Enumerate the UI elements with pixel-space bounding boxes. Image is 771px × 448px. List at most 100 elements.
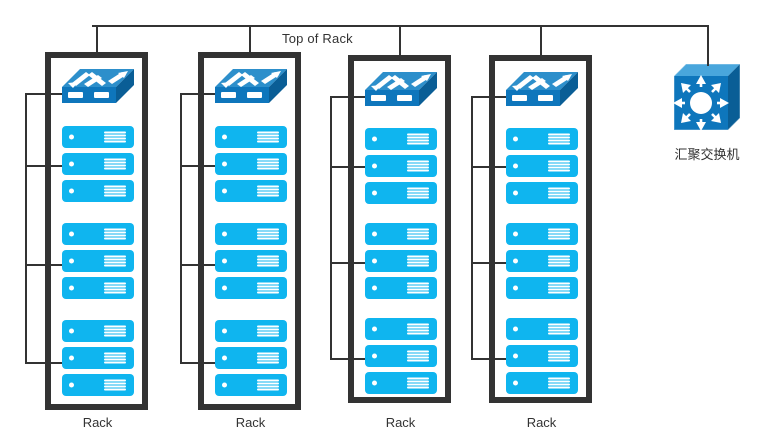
- rack-3-server-4[interactable]: [365, 223, 437, 245]
- rack-2-server-3[interactable]: [215, 180, 287, 202]
- server-vents-icon: [407, 160, 429, 172]
- server-vents-icon: [257, 325, 279, 337]
- rack-4-server-3[interactable]: [506, 182, 578, 204]
- rack-1-server-6[interactable]: [62, 277, 134, 299]
- rack-3-server-9[interactable]: [365, 372, 437, 394]
- server-vents-icon: [548, 323, 570, 335]
- rack-1-tap-2: [25, 165, 70, 167]
- rack-4-server-8[interactable]: [506, 345, 578, 367]
- rack-3-server-5[interactable]: [365, 250, 437, 272]
- server-vents-icon: [104, 131, 126, 143]
- server-led-icon: [513, 258, 518, 264]
- server-vents-icon: [257, 185, 279, 197]
- rack-3-tap-3: [330, 262, 373, 264]
- server-vents-icon: [104, 158, 126, 170]
- server-vents-icon: [257, 158, 279, 170]
- rack-2-top-of-rack-switch-icon[interactable]: [213, 63, 289, 109]
- rack-4-distribution-bus: [471, 96, 473, 358]
- server-vents-icon: [548, 255, 570, 267]
- rack-2-server-6[interactable]: [215, 277, 287, 299]
- rack-3-server-6[interactable]: [365, 277, 437, 299]
- rack-4-server-4[interactable]: [506, 223, 578, 245]
- rack-1-tap-1: [25, 93, 70, 95]
- rack-4-server-5[interactable]: [506, 250, 578, 272]
- rack-1-distribution-bus: [25, 93, 27, 362]
- rack-3-server-3[interactable]: [365, 182, 437, 204]
- rack-4-server-2[interactable]: [506, 155, 578, 177]
- rack-2-tap-1: [180, 93, 223, 95]
- server-vents-icon: [407, 350, 429, 362]
- aggregation-switch-icon[interactable]: [670, 60, 744, 134]
- server-vents-icon: [548, 350, 570, 362]
- server-led-icon: [222, 134, 227, 140]
- rack-4-server-6[interactable]: [506, 277, 578, 299]
- rack-2-label: Rack: [235, 415, 266, 430]
- rack-2-server-5[interactable]: [215, 250, 287, 272]
- server-vents-icon: [548, 377, 570, 389]
- rack-2-server-7[interactable]: [215, 320, 287, 342]
- rack-2-tap-3: [180, 264, 223, 266]
- rack-1-server-9[interactable]: [62, 374, 134, 396]
- top-of-rack-label: Top of Rack: [282, 31, 353, 46]
- rack-3-distribution-bus: [330, 96, 332, 358]
- rack-3-uplink-wire: [399, 25, 401, 76]
- rack-1-label: Rack: [82, 415, 113, 430]
- server-vents-icon: [257, 228, 279, 240]
- aggregation-switch-label: 汇聚交换机: [674, 147, 740, 162]
- rack-4-top-of-rack-switch-icon[interactable]: [504, 66, 580, 112]
- server-vents-icon: [407, 323, 429, 335]
- rack-4-server-7[interactable]: [506, 318, 578, 340]
- rack-1-server-4[interactable]: [62, 223, 134, 245]
- server-led-icon: [372, 326, 377, 332]
- server-vents-icon: [257, 282, 279, 294]
- server-led-icon: [222, 231, 227, 237]
- server-vents-icon: [548, 133, 570, 145]
- rack-1-server-7[interactable]: [62, 320, 134, 342]
- rack-3-server-1[interactable]: [365, 128, 437, 150]
- rack-4-server-9[interactable]: [506, 372, 578, 394]
- server-led-icon: [372, 136, 377, 142]
- server-vents-icon: [407, 377, 429, 389]
- rack-3-top-of-rack-switch-icon[interactable]: [363, 66, 439, 112]
- rack-4-tap-4: [471, 358, 514, 360]
- server-vents-icon: [548, 228, 570, 240]
- server-led-icon: [513, 353, 518, 359]
- rack-1-server-8[interactable]: [62, 347, 134, 369]
- rack-3-server-8[interactable]: [365, 345, 437, 367]
- rack-2-uplink-wire: [249, 25, 251, 73]
- server-vents-icon: [548, 282, 570, 294]
- server-vents-icon: [257, 255, 279, 267]
- server-vents-icon: [104, 352, 126, 364]
- server-vents-icon: [407, 282, 429, 294]
- rack-1-server-1[interactable]: [62, 126, 134, 148]
- rack-2-server-9[interactable]: [215, 374, 287, 396]
- server-led-icon: [69, 382, 74, 388]
- rack-4-label: Rack: [526, 415, 557, 430]
- server-led-icon: [513, 163, 518, 169]
- rack-4-tap-3: [471, 262, 514, 264]
- rack-2-server-4[interactable]: [215, 223, 287, 245]
- server-led-icon: [222, 161, 227, 167]
- rack-2-server-2[interactable]: [215, 153, 287, 175]
- server-led-icon: [372, 258, 377, 264]
- rack-1-server-5[interactable]: [62, 250, 134, 272]
- rack-2-server-1[interactable]: [215, 126, 287, 148]
- server-led-icon: [513, 285, 518, 291]
- server-led-icon: [69, 188, 74, 194]
- server-vents-icon: [104, 228, 126, 240]
- server-led-icon: [222, 188, 227, 194]
- rack-1-server-3[interactable]: [62, 180, 134, 202]
- rack-3-server-7[interactable]: [365, 318, 437, 340]
- server-led-icon: [222, 258, 227, 264]
- rack-3-server-2[interactable]: [365, 155, 437, 177]
- rack-1-top-of-rack-switch-icon[interactable]: [60, 63, 136, 109]
- server-vents-icon: [548, 187, 570, 199]
- rack-4-server-1[interactable]: [506, 128, 578, 150]
- server-led-icon: [372, 285, 377, 291]
- server-led-icon: [513, 190, 518, 196]
- server-led-icon: [513, 136, 518, 142]
- rack-2-server-8[interactable]: [215, 347, 287, 369]
- server-led-icon: [222, 382, 227, 388]
- rack-1-server-2[interactable]: [62, 153, 134, 175]
